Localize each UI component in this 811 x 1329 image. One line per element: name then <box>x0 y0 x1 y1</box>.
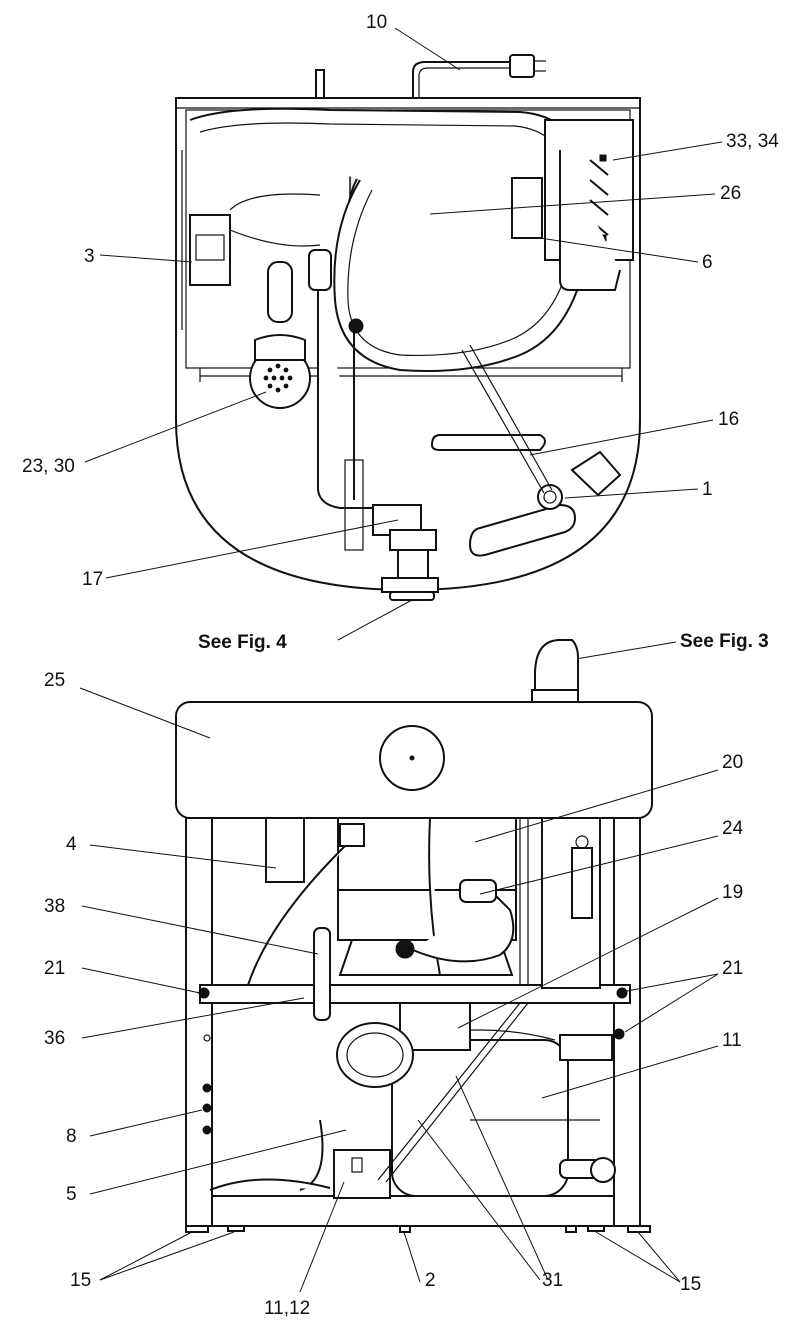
callout-1: 1 <box>702 479 713 500</box>
callout-17: 17 <box>82 569 103 590</box>
see-fig-4-label: See Fig. 4 <box>198 632 287 653</box>
callout-16: 16 <box>718 409 739 430</box>
coil <box>209 1022 414 1191</box>
callout-6: 6 <box>702 252 713 273</box>
callout-38: 38 <box>44 896 65 917</box>
compressor <box>391 1029 616 1197</box>
callout-5: 5 <box>66 1184 77 1205</box>
callout-24: 24 <box>722 818 744 839</box>
solenoid-3 <box>189 214 231 286</box>
right-leg <box>613 817 641 1227</box>
callout-19: 19 <box>722 882 743 903</box>
callout-23-30: 23, 30 <box>22 456 75 477</box>
component-38 <box>313 927 331 1021</box>
strainer <box>249 261 311 409</box>
drain-hose <box>189 107 593 372</box>
component-11-12 <box>333 1149 391 1199</box>
callout-33-34: 33, 34 <box>726 131 779 152</box>
front-view: See Fig. 3 <box>44 631 769 1319</box>
callout-20: 20 <box>722 752 743 773</box>
control-box <box>511 119 634 291</box>
callout-10: 10 <box>366 12 387 33</box>
callout-36: 36 <box>44 1028 65 1049</box>
callout-4: 4 <box>66 834 77 855</box>
callout-21-right: 21 <box>722 958 743 979</box>
callout-21-left: 21 <box>44 958 65 979</box>
callout-11-12: 11,12 <box>264 1298 310 1319</box>
callout-15-right: 15 <box>680 1274 701 1295</box>
see-fig-3-label: See Fig. 3 <box>680 631 769 652</box>
drain-assembly <box>372 504 439 601</box>
callout-11-right: 11 <box>722 1030 742 1051</box>
base-plate <box>211 1195 615 1227</box>
callout-25: 25 <box>44 670 65 691</box>
power-cord <box>412 54 546 98</box>
callout-8: 8 <box>66 1126 77 1147</box>
callout-2: 2 <box>425 1270 436 1291</box>
top-view: 10 33, 34 26 3 6 23, 30 16 1 17 See Fig.… <box>22 12 779 653</box>
callout-26: 26 <box>720 183 741 204</box>
callout-31: 31 <box>542 1270 563 1291</box>
callout-15-left: 15 <box>70 1270 91 1291</box>
callout-3: 3 <box>84 246 95 267</box>
component-4 <box>265 817 305 883</box>
upper-motor <box>247 817 517 986</box>
